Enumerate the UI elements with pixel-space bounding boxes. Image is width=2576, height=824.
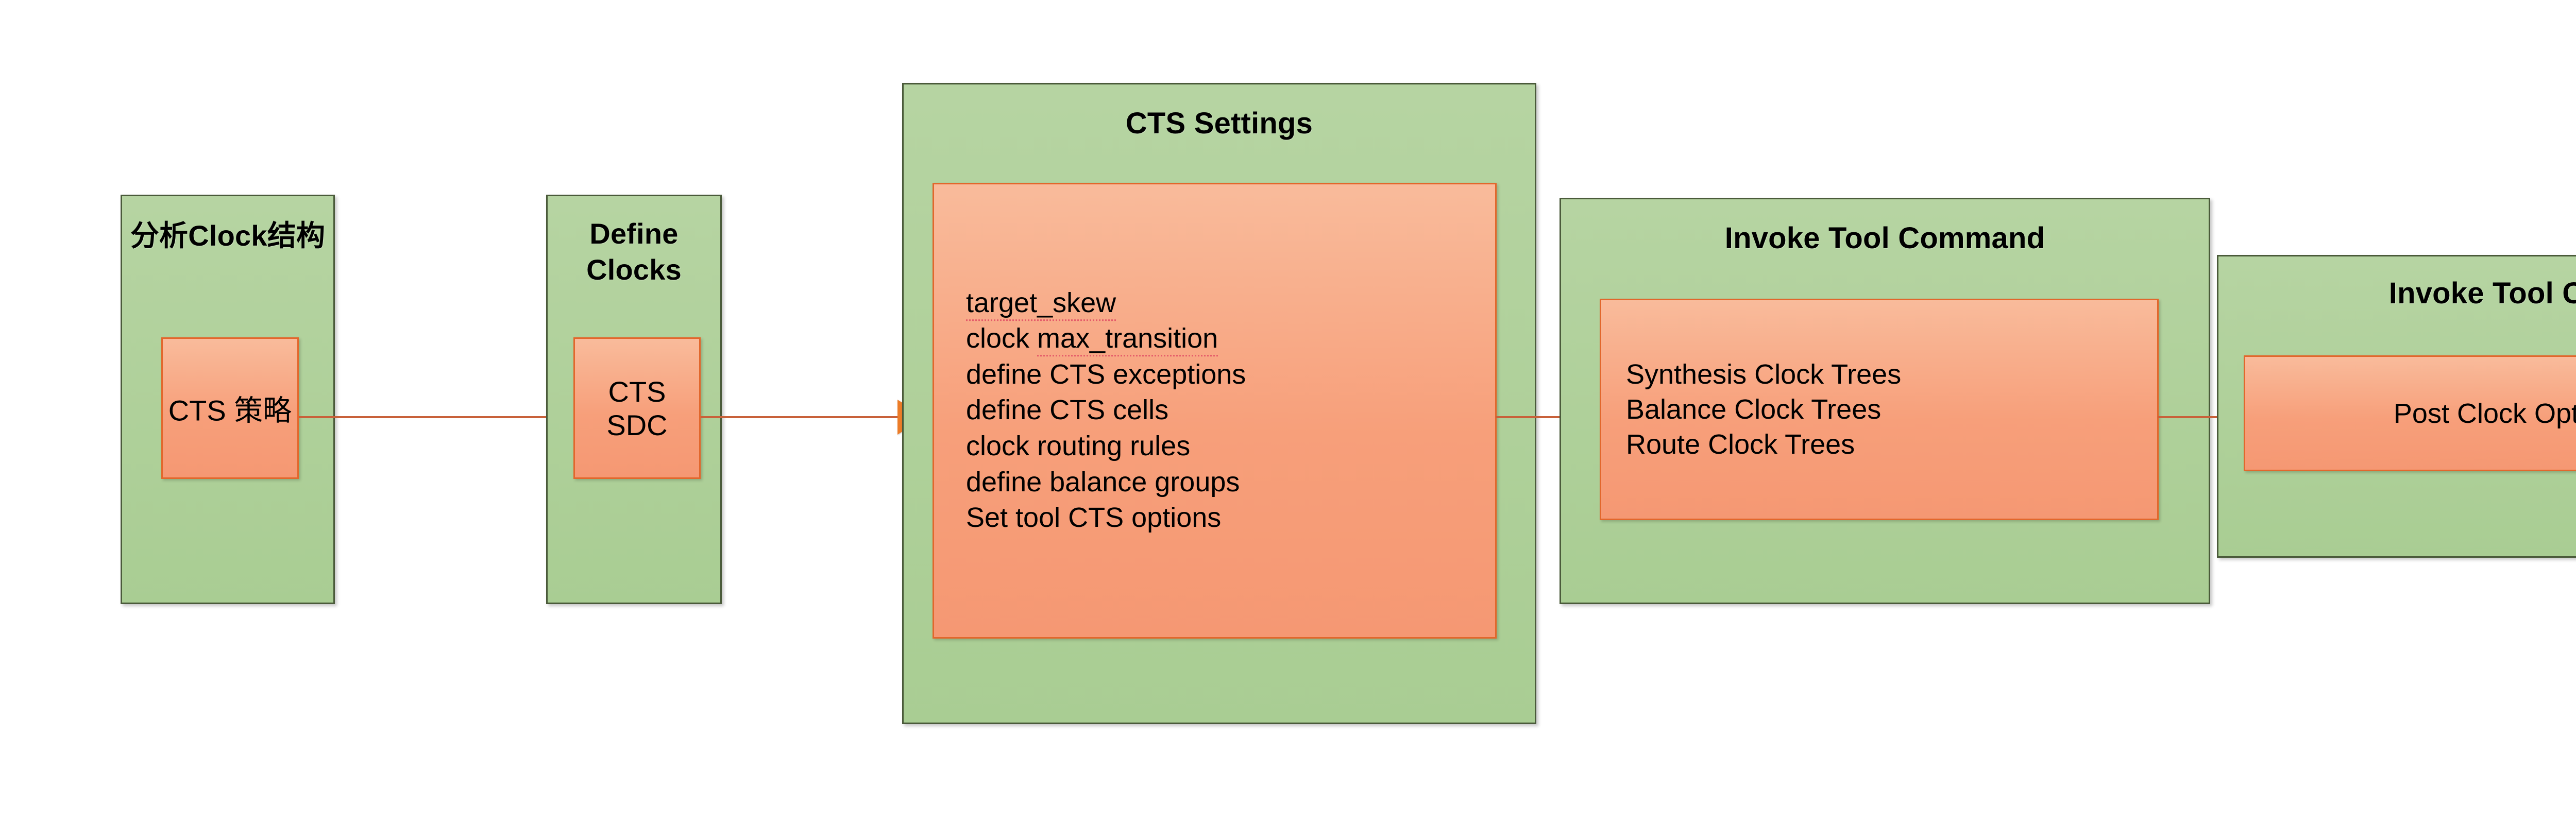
stage-title-define-clocks-line2: Clocks (586, 253, 682, 286)
connector-1-line (299, 416, 580, 418)
list-item: Balance Clock Trees (1626, 393, 1882, 425)
list-item: define balance groups (966, 466, 1240, 497)
stage-inner-list-cts-settings: target_skew clock max_transition define … (934, 285, 1495, 537)
connector-2-line (701, 416, 917, 418)
stage-title-cts-settings: CTS Settings (1125, 107, 1313, 140)
stage-inner-list-clock-tree-ops: Synthesis Clock Trees Balance Clock Tree… (1601, 357, 2157, 462)
stage-inner-invoke-tool-command-post[interactable]: Post Clock Optimization (2244, 355, 2576, 471)
stage-inner-define-clocks[interactable]: CTS SDC (573, 337, 701, 479)
list-item: clock routing rules (966, 431, 1191, 462)
stage-title-invoke-tool-command-cts: Invoke Tool Command (1724, 221, 2045, 255)
list-item: target_skew (966, 285, 1495, 321)
list-item-prefix: clock (966, 323, 1038, 354)
list-item: Synthesis Clock Trees (1626, 358, 1902, 390)
list-item: clock max_transition (966, 321, 1495, 357)
stage-title-analyze-clock-structure: 分析Clock结构 (130, 219, 326, 252)
list-item: define CTS cells (966, 394, 1169, 426)
stage-inner-text-cts-strategy: CTS 策略 (168, 394, 292, 426)
stage-inner-analyze-clock-structure[interactable]: CTS 策略 (161, 337, 299, 479)
stage-box-analyze-clock-structure[interactable]: 分析Clock结构 (121, 195, 335, 604)
stage-inner-text-cts-sdc: CTS SDC (606, 375, 668, 441)
stage-inner-invoke-tool-command-cts[interactable]: Synthesis Clock Trees Balance Clock Tree… (1600, 299, 2159, 520)
connector-4-line (2158, 416, 2250, 418)
stage-title-define-clocks-line1: Define (589, 217, 679, 250)
list-item: Route Clock Trees (1626, 429, 1855, 460)
connector-3-line (1496, 416, 1586, 418)
stage-title-invoke-tool-command-post: Invoke Tool Command (2388, 277, 2576, 310)
list-item: Set tool CTS options (966, 502, 1222, 534)
stage-inner-text-post-clock-optimization: Post Clock Optimization (2393, 398, 2576, 429)
spellchecked-term: target_skew (966, 287, 1116, 321)
spellchecked-term: max_transition (1037, 323, 1218, 357)
stage-inner-cts-settings[interactable]: target_skew clock max_transition define … (933, 183, 1497, 639)
list-item: define CTS exceptions (966, 359, 1246, 390)
